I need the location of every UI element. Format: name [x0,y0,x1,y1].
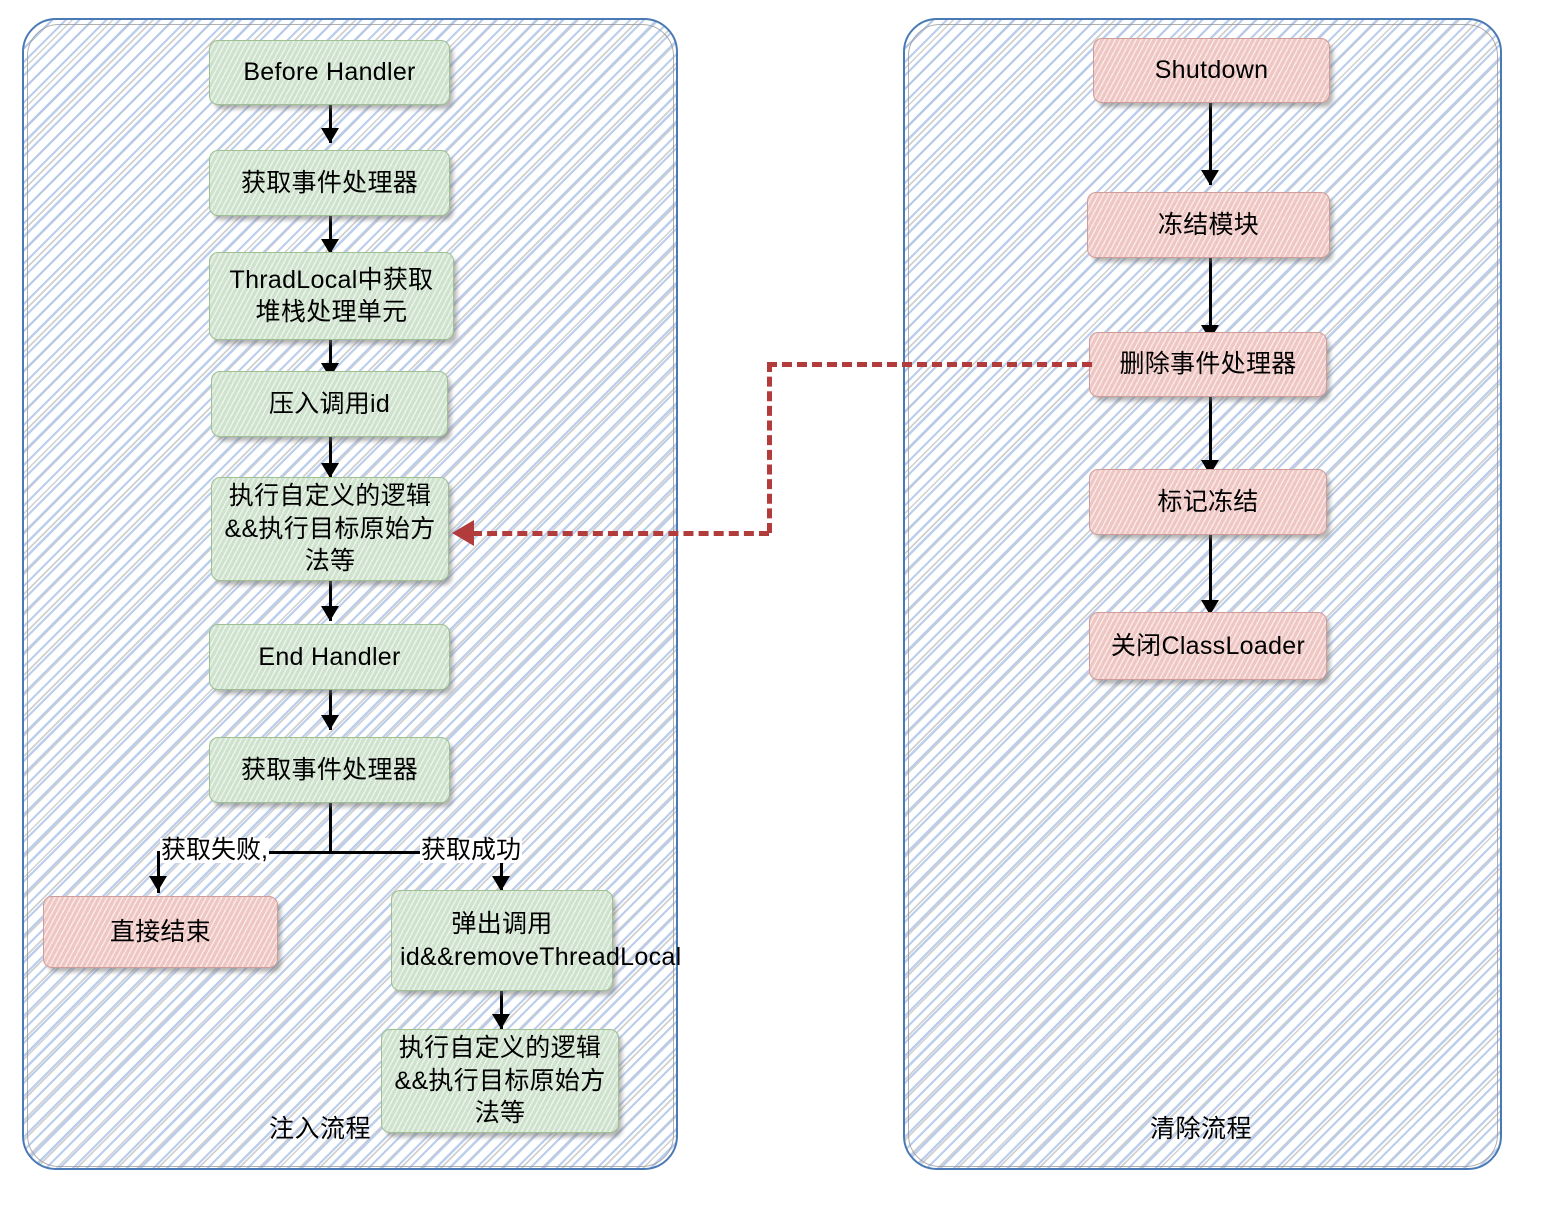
dashed-link-bottom-segment [472,531,769,536]
arrowhead-get1-to-threadlocal [321,239,339,254]
node-exec-custom-1[interactable]: 执行自定义的逻辑&&执行目标原始方法等 [211,477,449,581]
edge-push-to-exec1 [329,437,332,479]
node-threadlocal-get-label: ThradLocal中获取堆栈处理单元 [229,265,434,327]
dashed-link-top-segment [767,362,1092,367]
node-mark-frozen[interactable]: 标记冻结 [1089,469,1327,535]
node-close-classloader[interactable]: 关闭ClassLoader [1089,612,1327,680]
edge-branch-success [500,851,503,893]
node-end-handler-label: End Handler [258,642,401,671]
node-freeze-module-label: 冻结模块 [1157,210,1260,239]
node-get-handler-2-label: 获取事件处理器 [240,755,419,784]
node-pop-call-id[interactable]: 弹出调用id&&removeThreadLocal [391,890,682,991]
edge-threadlocal-to-push [329,340,332,378]
edge-get2-branch-bar [158,851,502,854]
arrowhead-mark-to-classloader [1201,600,1219,615]
edge-get1-to-threadlocal [329,216,332,254]
node-shutdown[interactable]: Shutdown [1093,38,1330,103]
node-direct-end-label: 直接结束 [109,917,212,946]
node-remove-handler[interactable]: 删除事件处理器 [1089,332,1327,397]
arrowhead-branch-fail [149,876,167,891]
arrowhead-endhandler-to-get2 [321,715,339,730]
arrowhead-dashed-link [452,520,474,546]
edge-endhandler-to-get2 [329,690,332,730]
edge-shutdown-to-freeze [1209,103,1212,185]
node-push-call-id-label: 压入调用id [268,389,391,418]
node-freeze-module[interactable]: 冻结模块 [1087,192,1330,258]
node-remove-handler-label: 删除事件处理器 [1119,350,1297,379]
dashed-link-vertical-segment [767,362,772,533]
arrowhead-shutdown-to-freeze [1201,170,1219,185]
node-before-handler[interactable]: Before Handler [209,40,450,105]
node-get-handler-2[interactable]: 获取事件处理器 [209,737,450,803]
node-get-handler-1-label: 获取事件处理器 [240,168,419,197]
node-threadlocal-get[interactable]: ThradLocal中获取堆栈处理单元 [209,252,454,340]
edge-remove-to-mark [1209,397,1212,475]
node-exec-custom-2-label: 执行自定义的逻辑&&执行目标原始方法等 [394,1034,606,1128]
node-exec-custom-2[interactable]: 执行自定义的逻辑&&执行目标原始方法等 [381,1029,619,1133]
edge-mark-to-classloader [1209,535,1212,615]
node-shutdown-label: Shutdown [1154,56,1269,85]
edge-before-to-get1 [329,105,332,143]
edge-pop-to-exec2 [500,991,503,1029]
node-mark-frozen-label: 标记冻结 [1157,487,1259,516]
node-before-handler-label: Before Handler [243,58,416,87]
node-push-call-id[interactable]: 压入调用id [211,371,448,437]
node-end-handler[interactable]: End Handler [209,624,450,690]
arrowhead-before-to-get1 [321,128,339,143]
node-get-handler-1[interactable]: 获取事件处理器 [209,150,450,216]
edge-exec1-to-endhandler [329,581,332,621]
label-cleanup-flow: 清除流程 [1150,1115,1253,1143]
label-injection-flow: 注入流程 [269,1115,372,1143]
edge-get2-branch-stem [329,803,332,853]
edge-freeze-to-remove [1209,258,1212,340]
node-direct-end[interactable]: 直接结束 [43,896,278,968]
edge-label-fail: 获取失败, [160,836,269,864]
arrowhead-exec1-to-endhandler [321,606,339,621]
edge-branch-fail [157,851,160,893]
edge-label-success: 获取成功 [420,836,523,864]
arrowhead-pop-to-exec2 [492,1014,510,1029]
node-pop-call-id-label: 弹出调用id&&removeThreadLocal [400,910,682,971]
node-close-classloader-label: 关闭ClassLoader [1110,631,1306,660]
arrowhead-push-to-exec1 [321,463,339,478]
node-exec-custom-1-label: 执行自定义的逻辑&&执行目标原始方法等 [224,482,436,576]
arrowhead-branch-success [492,876,510,891]
container-cleanup-flow [903,18,1502,1170]
